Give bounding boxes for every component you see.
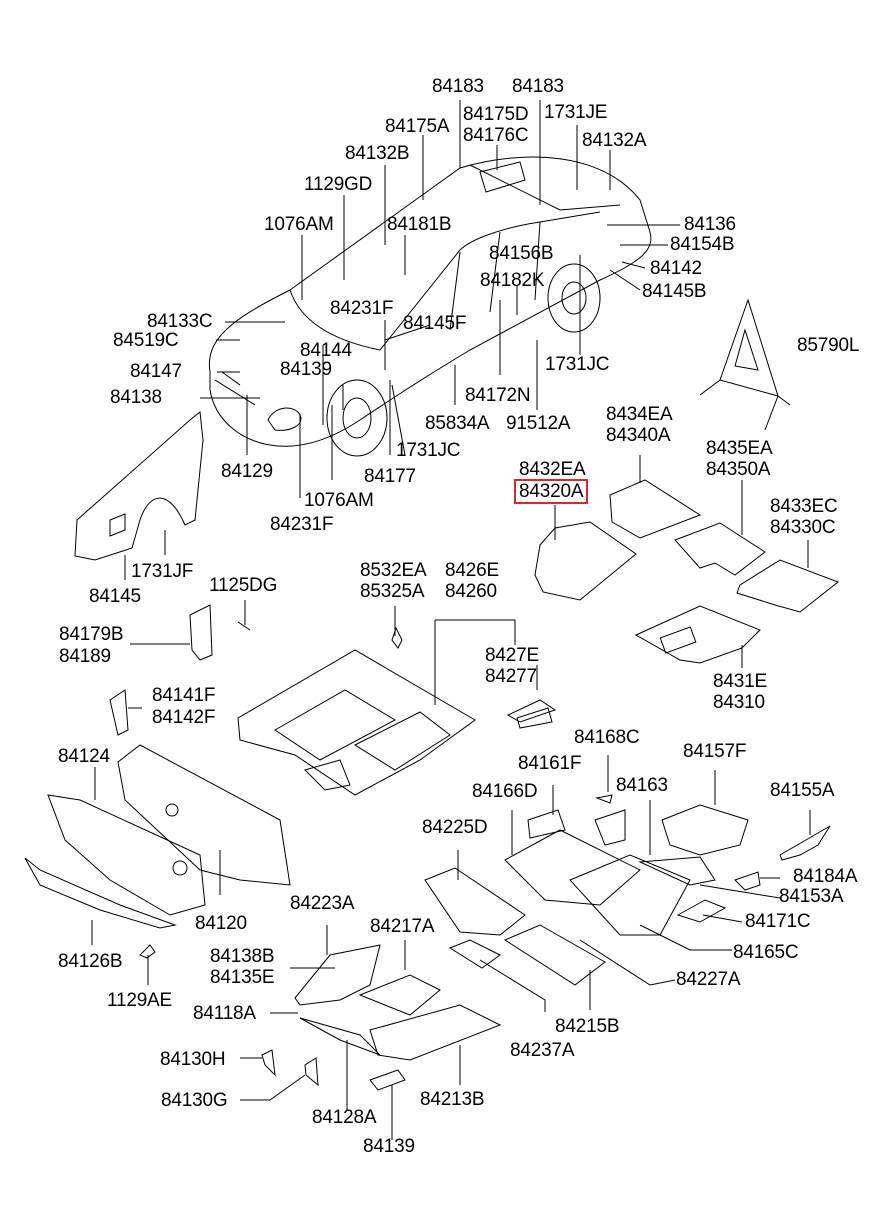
part-label[interactable]: 84217A bbox=[370, 916, 435, 937]
part-label[interactable]: 84227A bbox=[676, 969, 741, 990]
part-label[interactable]: 84128A bbox=[312, 1107, 377, 1128]
part-label[interactable]: 8433EC bbox=[770, 496, 838, 517]
part-label[interactable]: 84350A bbox=[706, 459, 771, 480]
part-label[interactable]: 84139 bbox=[280, 359, 332, 380]
part-label[interactable]: 84277 bbox=[485, 666, 537, 687]
part-label[interactable]: 8427E bbox=[485, 645, 539, 666]
part-label[interactable]: 84142F bbox=[152, 707, 216, 728]
part-label[interactable]: 84310 bbox=[713, 692, 765, 713]
part-label[interactable]: 84120 bbox=[195, 913, 247, 934]
part-label[interactable]: 84147 bbox=[130, 361, 182, 382]
part-label[interactable]: 1731JC bbox=[545, 354, 610, 375]
part-label[interactable]: 84177 bbox=[364, 466, 416, 487]
part-label[interactable]: 8431E bbox=[713, 671, 767, 692]
part-label-highlighted[interactable]: 84320A bbox=[513, 479, 589, 504]
insulation-pads-illustration bbox=[139, 707, 831, 1091]
part-label[interactable]: 84144 bbox=[300, 340, 352, 361]
fender-illustration bbox=[74, 411, 204, 561]
car-body-illustration bbox=[208, 156, 652, 457]
part-label[interactable]: 84181B bbox=[387, 214, 452, 235]
part-label[interactable]: 8532EA bbox=[360, 560, 427, 581]
part-label[interactable]: 84260 bbox=[445, 581, 497, 602]
part-label[interactable]: 1731JE bbox=[544, 102, 608, 123]
part-label[interactable]: 84183 bbox=[432, 76, 484, 97]
part-label[interactable]: 84142 bbox=[650, 258, 702, 279]
part-label[interactable]: 91512A bbox=[506, 413, 571, 434]
part-label[interactable]: 1731JF bbox=[131, 561, 194, 582]
part-label[interactable]: 8432EA bbox=[519, 459, 586, 480]
part-label[interactable]: 1129GD bbox=[304, 174, 373, 195]
part-label[interactable]: 84189 bbox=[59, 646, 111, 667]
part-label[interactable]: 85790L bbox=[797, 335, 860, 356]
part-label[interactable]: 1129AE bbox=[107, 990, 173, 1011]
part-label[interactable]: 84126B bbox=[58, 951, 123, 972]
part-label[interactable]: 84175D bbox=[463, 104, 529, 125]
part-label[interactable]: 84237A bbox=[510, 1040, 575, 1061]
part-label[interactable]: 84139 bbox=[363, 1136, 415, 1157]
part-label[interactable]: 84165C bbox=[733, 942, 799, 963]
part-label[interactable]: 1076AM bbox=[304, 490, 374, 511]
part-label[interactable]: 84145F bbox=[403, 313, 467, 334]
part-label[interactable]: 84171C bbox=[745, 911, 811, 932]
part-label[interactable]: 84168C bbox=[574, 727, 640, 748]
part-label[interactable]: 84166D bbox=[472, 781, 538, 802]
part-label[interactable]: 84175A bbox=[385, 116, 450, 137]
part-label[interactable]: 84135E bbox=[210, 967, 275, 988]
part-label[interactable]: 84133C bbox=[147, 311, 213, 332]
part-label[interactable]: 8426E bbox=[445, 560, 499, 581]
part-label[interactable]: 84157F bbox=[683, 741, 747, 762]
part-label[interactable]: 84330C bbox=[770, 517, 836, 538]
part-label[interactable]: 84138 bbox=[110, 387, 162, 408]
part-label[interactable]: 84161F bbox=[518, 753, 582, 774]
part-label[interactable]: 8434EA bbox=[606, 404, 673, 425]
part-label[interactable]: 8435EA bbox=[706, 438, 773, 459]
part-label[interactable]: 84340A bbox=[606, 425, 671, 446]
part-label[interactable]: 84136 bbox=[684, 214, 736, 235]
part-label[interactable]: 84155A bbox=[770, 780, 835, 801]
part-label[interactable]: 1731JC bbox=[396, 440, 461, 461]
part-label[interactable]: 84231F bbox=[270, 514, 334, 535]
part-label[interactable]: 84184A bbox=[793, 866, 858, 887]
part-label[interactable]: 84141F bbox=[152, 685, 216, 706]
part-label[interactable]: 84145 bbox=[89, 586, 141, 607]
part-label[interactable]: 84231F bbox=[330, 298, 394, 319]
part-label[interactable]: 1076AM bbox=[264, 214, 334, 235]
part-label[interactable]: 84213B bbox=[420, 1089, 485, 1110]
part-label[interactable]: 84225D bbox=[422, 817, 488, 838]
warning-triangle-illustration bbox=[699, 298, 791, 431]
part-label[interactable]: 84130H bbox=[160, 1049, 226, 1070]
part-label[interactable]: 84215B bbox=[555, 1016, 620, 1037]
part-label[interactable]: 84130G bbox=[161, 1090, 228, 1111]
part-label[interactable]: 84176C bbox=[463, 125, 529, 146]
part-label[interactable]: 84519C bbox=[113, 330, 179, 351]
part-label[interactable]: 84154B bbox=[670, 234, 735, 255]
part-label[interactable]: 84172N bbox=[465, 385, 531, 406]
part-label[interactable]: 84138B bbox=[210, 946, 275, 967]
part-label[interactable]: 84124 bbox=[58, 746, 110, 767]
part-label[interactable]: 84156B bbox=[489, 243, 554, 264]
dash-panel-illustration bbox=[24, 604, 291, 929]
part-label[interactable]: 85834A bbox=[425, 413, 490, 434]
part-label[interactable]: 84153A bbox=[779, 886, 844, 907]
part-label[interactable]: 84179B bbox=[59, 624, 124, 645]
part-label[interactable]: 84132B bbox=[345, 143, 410, 164]
part-label[interactable]: 84223A bbox=[290, 893, 355, 914]
part-label[interactable]: 84129 bbox=[221, 461, 273, 482]
part-label[interactable]: 84132A bbox=[582, 130, 647, 151]
part-label[interactable]: 84182K bbox=[480, 270, 545, 291]
floor-carpet-illustration bbox=[237, 626, 557, 796]
leader-lines bbox=[91, 100, 811, 1140]
part-label[interactable]: 84145B bbox=[642, 281, 707, 302]
part-label[interactable]: 1125DG bbox=[209, 575, 278, 596]
part-label[interactable]: 84163 bbox=[616, 775, 668, 796]
part-label[interactable]: 85325A bbox=[360, 581, 425, 602]
part-label[interactable]: 84118A bbox=[193, 1003, 256, 1024]
part-label[interactable]: 84183 bbox=[512, 76, 564, 97]
